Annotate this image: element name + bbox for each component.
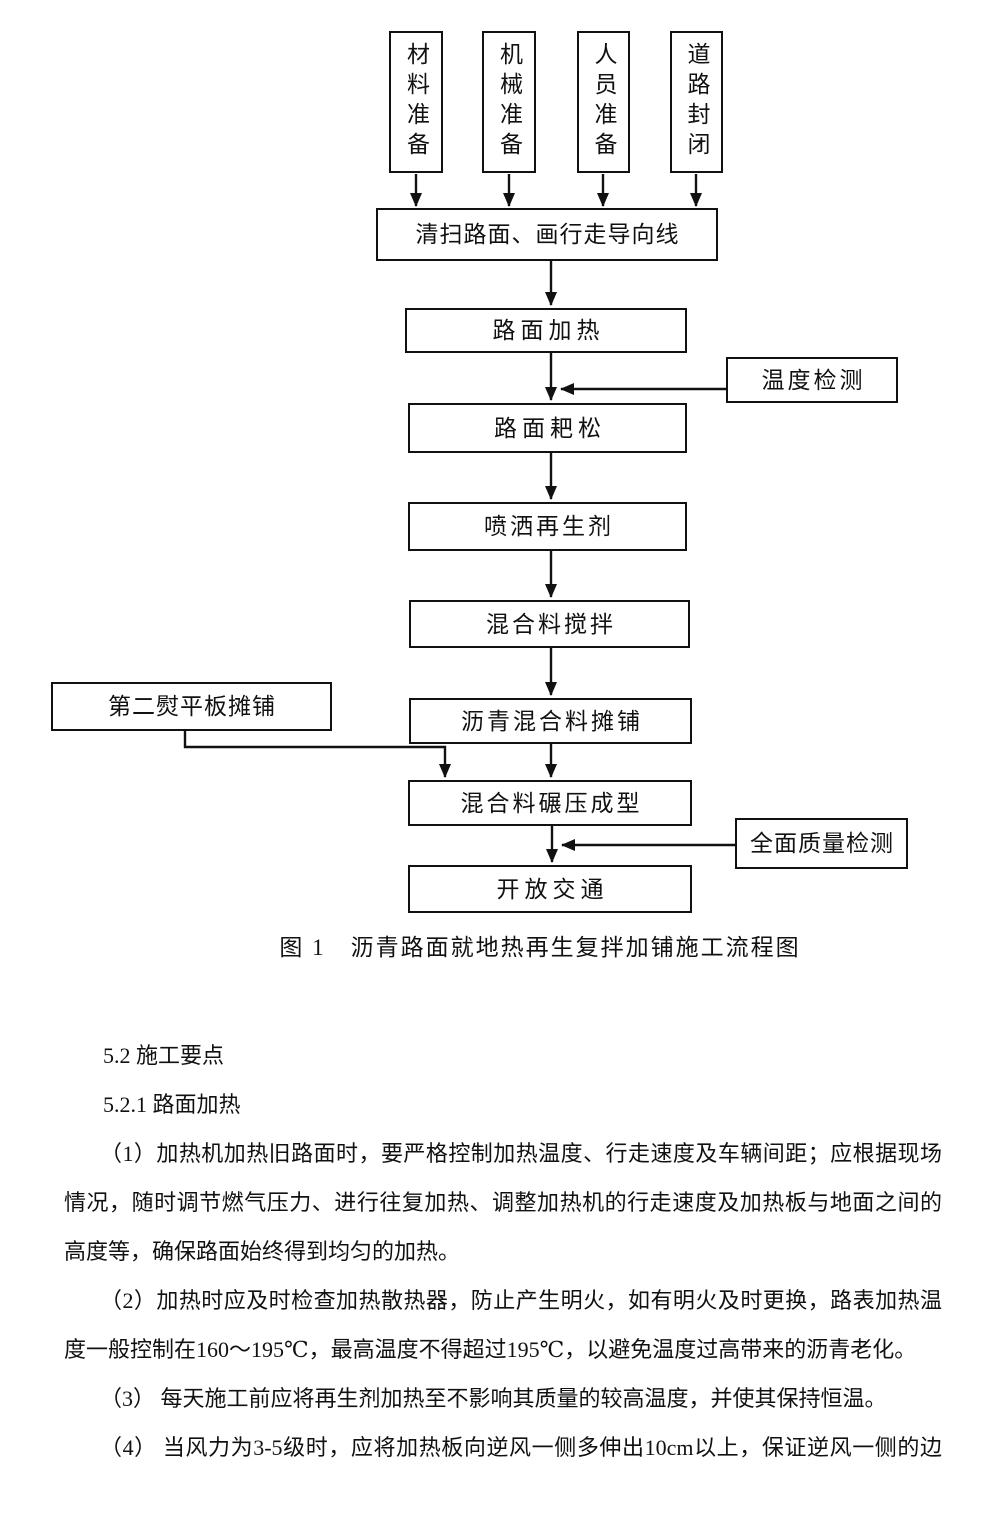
section-heading: 5.2 施工要点 (103, 1043, 225, 1068)
flow-node-scarifying: 路面耙松 (408, 403, 687, 453)
flowchart-connectors (183, 174, 735, 863)
paragraph-4-line-1: （4） 当风力为3-5级时，应将加热板向逆风一侧多伸出10cm以上，保证逆风一侧… (100, 1435, 942, 1460)
flow-node-second-screed-paving: 第二熨平板摊铺 (51, 682, 332, 731)
flow-node-personnel-prep: 人员准备 (577, 31, 630, 173)
paragraph-1-line-3: 高度等，确保路面始终得到均匀的加热。 (64, 1239, 461, 1264)
flow-node-rolling-forming: 混合料碾压成型 (408, 780, 692, 826)
process-flowchart: 材料准备 机械准备 人员准备 道路封闭 清扫路面、画行走导向线 路面加热 温度检… (51, 31, 908, 960)
flow-node-mixture-stirring: 混合料搅拌 (409, 600, 690, 648)
paragraph-3-line-1: （3） 每天施工前应将再生剂加热至不影响其质量的较高温度，并使其保持恒温。 (100, 1386, 887, 1411)
paragraph-2-line-2: 度一般控制在160～195℃，最高温度不得超过195℃，以避免温度过高带来的沥青… (64, 1337, 917, 1362)
connector-screed-to-rolling (183, 731, 451, 778)
flow-node-open-traffic: 开放交通 (408, 865, 692, 913)
document-body: 5.2 施工要点 5.2.1 路面加热 （1）加热机加热旧路面时，要严格控制加热… (64, 1031, 942, 1472)
flow-node-machine-prep: 机械准备 (482, 31, 536, 173)
flow-node-spray-rejuvenator: 喷洒再生剂 (408, 502, 687, 551)
paragraph-2-line-1: （2）加热时应及时检查加热散热器，防止产生明火，如有明火及时更换，路表加热温 (100, 1288, 942, 1313)
subsection-heading: 5.2.1 路面加热 (103, 1092, 241, 1117)
flow-node-pavement-heating: 路面加热 (405, 308, 687, 353)
flow-node-temperature-check: 温度检测 (726, 357, 898, 403)
flow-node-material-prep: 材料准备 (389, 31, 443, 173)
flow-node-asphalt-paving: 沥青混合料摊铺 (409, 698, 692, 744)
flow-node-road-closure: 道路封闭 (670, 31, 723, 173)
flow-node-quality-inspection: 全面质量检测 (735, 818, 908, 869)
figure-caption: 图 1 沥青路面就地热再生复拌加铺施工流程图 (279, 935, 801, 960)
paragraph-1-line-2: 情况，随时调节燃气压力、进行往复加热、调整加热机的行走速度及加热板与地面之间的 (64, 1190, 942, 1215)
flow-node-clean-road: 清扫路面、画行走导向线 (376, 208, 718, 261)
paragraph-1-line-1: （1）加热机加热旧路面时，要严格控制加热温度、行走速度及车辆间距；应根据现场 (100, 1141, 942, 1166)
